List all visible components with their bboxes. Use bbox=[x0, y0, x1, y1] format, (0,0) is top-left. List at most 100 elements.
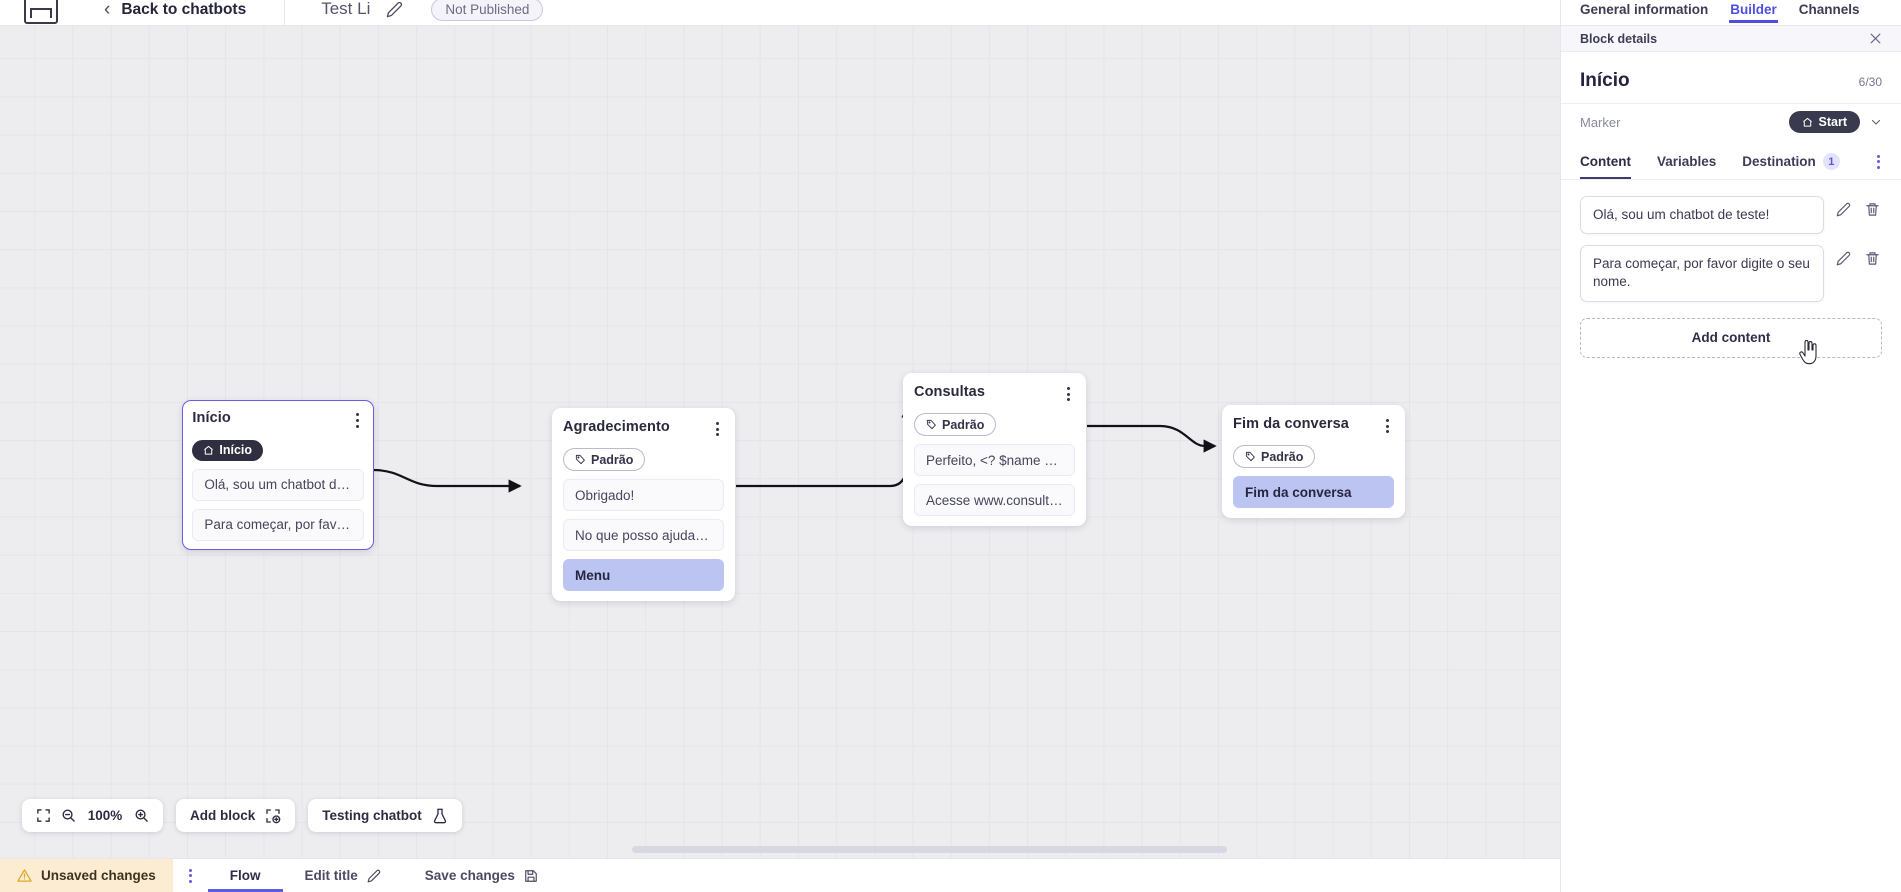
pencil-icon bbox=[367, 869, 381, 883]
kebab-menu-icon[interactable] bbox=[1381, 416, 1394, 436]
home-icon bbox=[1802, 117, 1813, 128]
tab-label: Destination bbox=[1742, 154, 1816, 169]
testing-chatbot-label: Testing chatbot bbox=[322, 808, 422, 823]
marker-label: Marker bbox=[1580, 114, 1621, 130]
block-title: Agradecimento bbox=[563, 419, 670, 435]
block-tag-label: Início bbox=[219, 443, 253, 458]
status-badge: Not Published bbox=[431, 0, 544, 21]
page-title: Início bbox=[1580, 70, 1630, 91]
kebab-menu-icon[interactable] bbox=[1875, 149, 1882, 175]
save-changes-button[interactable]: Save changes bbox=[403, 859, 560, 892]
edit-title-label: Edit title bbox=[304, 868, 358, 883]
add-block-button[interactable]: Add block bbox=[176, 799, 296, 832]
pencil-icon[interactable] bbox=[1834, 196, 1853, 223]
flow-block-inicio[interactable]: Início Início Olá, sou um chatbot de tes… bbox=[182, 400, 374, 550]
kebab-menu-icon[interactable] bbox=[173, 859, 208, 892]
tab-destination[interactable]: Destination 1 bbox=[1742, 144, 1840, 179]
scrollbar-thumb[interactable] bbox=[632, 846, 1227, 853]
content-item: Para começar, por favor digite o seu nom… bbox=[1580, 245, 1882, 302]
chatbot-title: Test Li bbox=[321, 0, 371, 18]
content-text[interactable]: Olá, sou um chatbot de teste! bbox=[1580, 196, 1824, 235]
back-to-chatbots-link[interactable]: Back to chatbots bbox=[121, 0, 247, 18]
close-icon[interactable] bbox=[1869, 32, 1882, 45]
tab-flow-label: Flow bbox=[229, 868, 261, 883]
tab-variables[interactable]: Variables bbox=[1657, 145, 1716, 178]
block-title: Consultas bbox=[914, 384, 985, 400]
unsaved-changes-label: Unsaved changes bbox=[41, 868, 156, 883]
pencil-icon[interactable] bbox=[1834, 245, 1853, 272]
block-tag-start: Início bbox=[192, 439, 264, 461]
tab-general-information[interactable]: General information bbox=[1569, 0, 1719, 23]
tab-builder[interactable]: Builder bbox=[1719, 0, 1788, 23]
block-header: Consultas bbox=[914, 384, 1075, 404]
tag-icon bbox=[1245, 451, 1256, 462]
block-header: Agradecimento bbox=[563, 419, 724, 439]
block-tag-padrao: Padrão bbox=[1233, 445, 1316, 469]
block-message[interactable]: Fim da conversa bbox=[1233, 476, 1394, 509]
flow-block-agradecimento[interactable]: Agradecimento Padrão Obrigado! No que po… bbox=[552, 408, 735, 602]
canvas-horizontal-scrollbar[interactable] bbox=[0, 846, 1560, 855]
pencil-icon[interactable] bbox=[386, 1, 403, 18]
tag-icon bbox=[575, 454, 586, 465]
add-content-button[interactable]: Add content bbox=[1580, 317, 1882, 358]
flask-icon bbox=[432, 808, 448, 824]
chevron-left-icon[interactable]: ‹ bbox=[104, 0, 111, 20]
block-message[interactable]: Perfeito, <? $name ?>! bbox=[914, 444, 1075, 477]
block-message[interactable]: No que posso ajudar, <? $name ... bbox=[563, 519, 724, 552]
tab-label: Builder bbox=[1730, 2, 1777, 17]
block-message-menu[interactable]: Menu bbox=[563, 559, 724, 592]
block-message[interactable]: Olá, sou um chatbot de teste! bbox=[192, 468, 364, 501]
flow-canvas[interactable]: Início Início Olá, sou um chatbot de tes… bbox=[0, 26, 1560, 858]
top-bar: ‹ Back to chatbots Test Li Not Published bbox=[0, 0, 1560, 26]
block-messages: Perfeito, <? $name ?>! Acesse www.consul… bbox=[914, 444, 1075, 517]
marker-value-label: Start bbox=[1818, 115, 1847, 129]
tab-channels[interactable]: Channels bbox=[1788, 0, 1871, 23]
zoom-controls: 100% bbox=[22, 799, 163, 832]
block-tag-label: Padrão bbox=[942, 417, 985, 432]
tag-icon bbox=[926, 419, 937, 430]
block-title-row: Início 6/30 bbox=[1561, 52, 1901, 103]
block-title: Fim da conversa bbox=[1233, 416, 1349, 432]
block-tag-label: Padrão bbox=[1261, 449, 1304, 464]
chevron-down-icon[interactable] bbox=[1870, 116, 1882, 128]
block-counter: 6/30 bbox=[1858, 75, 1882, 89]
block-messages: Olá, sou um chatbot de teste! Para começ… bbox=[192, 468, 364, 541]
zoom-out-icon[interactable] bbox=[61, 808, 76, 823]
block-messages: Obrigado! No que posso ajudar, <? $name … bbox=[563, 479, 724, 592]
fit-screen-icon[interactable] bbox=[36, 808, 51, 823]
status-bar: Unsaved changes Flow Edit title Save cha… bbox=[0, 858, 1560, 892]
marker-select[interactable]: Start bbox=[1788, 111, 1882, 133]
flow-block-consultas[interactable]: Consultas Padrão Perfeito, <? $name ?>! … bbox=[903, 373, 1086, 527]
kebab-menu-icon[interactable] bbox=[1062, 384, 1075, 404]
marker-value-pill: Start bbox=[1788, 111, 1860, 133]
flow-block-fim-da-conversa[interactable]: Fim da conversa Padrão Fim da conversa bbox=[1222, 405, 1405, 519]
block-header: Fim da conversa bbox=[1233, 416, 1394, 436]
block-details-header: Block details bbox=[1561, 26, 1901, 52]
home-icon bbox=[203, 445, 214, 456]
canvas-toolbar: 100% Add block Testing chatbot bbox=[22, 799, 462, 832]
destination-count-badge: 1 bbox=[1822, 153, 1840, 170]
zoom-level: 100% bbox=[87, 808, 123, 823]
tab-flow[interactable]: Flow bbox=[207, 859, 283, 892]
block-message[interactable]: Acesse www.consultas.com par... bbox=[914, 484, 1075, 517]
block-detail-tabs: Content Variables Destination 1 bbox=[1561, 144, 1901, 180]
block-tag-label: Padrão bbox=[591, 452, 634, 467]
testing-chatbot-button[interactable]: Testing chatbot bbox=[308, 799, 462, 832]
content-text[interactable]: Para começar, por favor digite o seu nom… bbox=[1580, 245, 1824, 302]
add-block-icon bbox=[265, 808, 281, 824]
save-changes-label: Save changes bbox=[424, 868, 515, 883]
kebab-menu-icon[interactable] bbox=[711, 419, 724, 439]
trash-icon[interactable] bbox=[1863, 196, 1882, 223]
block-message[interactable]: Obrigado! bbox=[563, 479, 724, 512]
block-title: Início bbox=[192, 410, 231, 427]
app-logo-icon[interactable] bbox=[24, 0, 58, 24]
tab-content[interactable]: Content bbox=[1580, 145, 1631, 179]
block-message[interactable]: Para começar, por favor digite o ... bbox=[192, 508, 364, 541]
zoom-in-icon[interactable] bbox=[134, 808, 149, 823]
block-tag-padrao: Padrão bbox=[914, 413, 997, 437]
trash-icon[interactable] bbox=[1863, 245, 1882, 272]
kebab-menu-icon[interactable] bbox=[351, 410, 364, 430]
content-list: Olá, sou um chatbot de teste! Para começ… bbox=[1561, 180, 1901, 892]
edit-title-button[interactable]: Edit title bbox=[283, 859, 403, 892]
header-divider bbox=[284, 0, 286, 25]
